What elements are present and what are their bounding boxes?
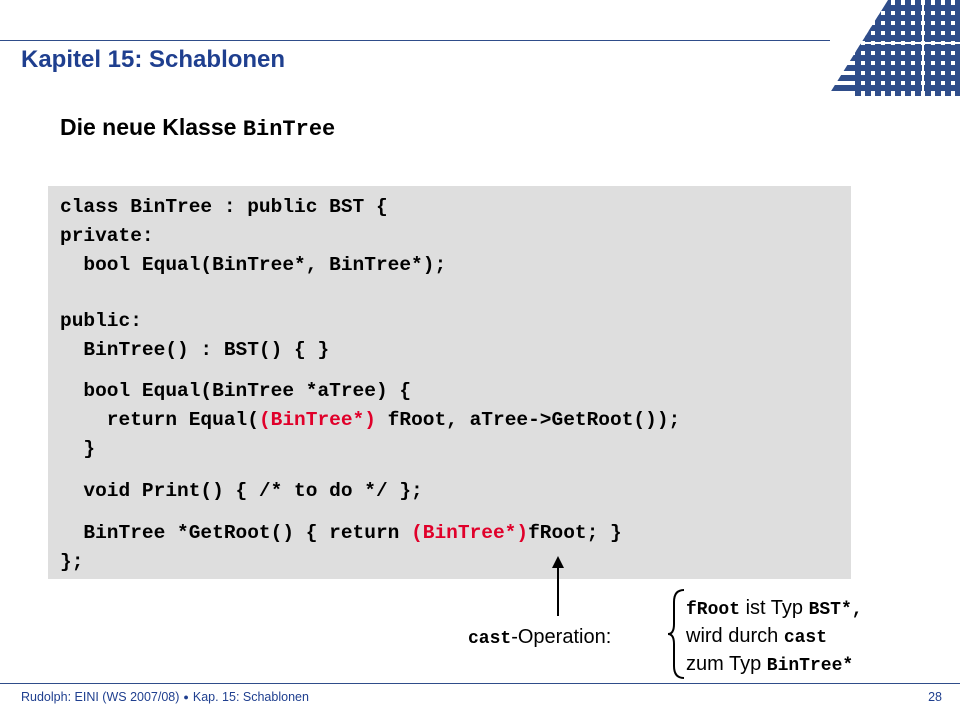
- left-brace-icon: [667, 589, 685, 679]
- code-line-6: bool Equal(BinTree *aTree) {: [60, 380, 412, 402]
- up-arrow-icon: [552, 556, 564, 616]
- page-number: 28: [928, 690, 942, 704]
- note-line-3: zum Typ BinTree*: [686, 652, 853, 678]
- note-line-3-text: zum Typ: [686, 653, 767, 675]
- code-line-2: private:: [60, 225, 154, 247]
- subtitle-text: Die neue Klasse: [60, 114, 243, 140]
- slide-subtitle: Die neue Klasse BinTree: [60, 114, 335, 142]
- cast-operation-text: -Operation:: [511, 626, 612, 648]
- subtitle-class-name: BinTree: [242, 117, 336, 142]
- code-line-10-start: BinTree *GetRoot() { return: [60, 522, 412, 544]
- cast-keyword: cast: [468, 629, 512, 649]
- code-line-7: return Equal((BinTree*) fRoot, aTree->Ge…: [60, 409, 680, 431]
- note-bintree-type: BinTree*: [766, 656, 854, 676]
- note-line-1-text: ist Typ: [740, 597, 809, 619]
- footer-author: Rudolph: EINI (WS 2007/08): [21, 690, 180, 704]
- footer-chapter: Kap. 15: Schablonen: [192, 690, 309, 704]
- code-line-10: BinTree *GetRoot() { return (BinTree*)fR…: [60, 522, 622, 544]
- bullet-icon: ●: [183, 692, 189, 702]
- cast-operation-label: cast-Operation:: [468, 626, 611, 649]
- note-cast-keyword: cast: [783, 628, 828, 648]
- university-logo: [828, 0, 960, 96]
- note-froot: fRoot: [686, 600, 741, 620]
- note-line-1: fRoot ist Typ BST*,: [686, 596, 863, 622]
- footer-rule: [0, 683, 960, 684]
- code-line-4: public:: [60, 310, 142, 332]
- code-line-7-end: fRoot, aTree->GetRoot());: [375, 409, 681, 431]
- note-line-2-text: wird durch: [686, 625, 784, 647]
- code-line-3: bool Equal(BinTree*, BinTree*);: [60, 254, 447, 276]
- footer-info: Rudolph: EINI (WS 2007/08)●Kap. 15: Scha…: [21, 690, 309, 704]
- code-block: [48, 186, 851, 579]
- code-line-10-end: fRoot; }: [528, 522, 622, 544]
- cast-highlight: (BinTree*): [258, 409, 376, 431]
- code-line-11: };: [60, 551, 84, 573]
- code-line-7-start: return Equal(: [60, 409, 259, 431]
- header-rule: [0, 40, 830, 41]
- note-bst-type: BST*,: [808, 600, 863, 620]
- cast-highlight: (BinTree*): [411, 522, 529, 544]
- code-line-9: void Print() { /* to do */ };: [60, 480, 423, 502]
- code-line-5: BinTree() : BST() { }: [60, 339, 330, 361]
- note-line-2: wird durch cast: [686, 624, 827, 650]
- chapter-title: Kapitel 15: Schablonen: [21, 46, 286, 73]
- code-line-1: class BinTree : public BST {: [60, 196, 388, 218]
- code-line-8: }: [60, 438, 96, 460]
